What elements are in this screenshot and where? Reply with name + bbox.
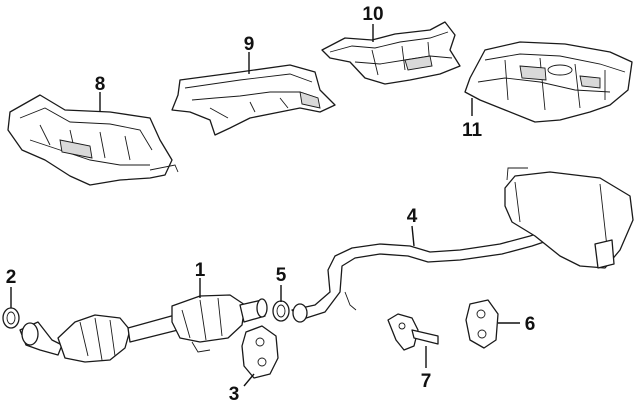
callout-2: 2 bbox=[6, 267, 17, 288]
callout-3: 3 bbox=[229, 384, 240, 403]
callout-1: 1 bbox=[195, 260, 206, 281]
part-4-pipe-muffler[interactable] bbox=[291, 167, 634, 323]
callout-9: 9 bbox=[244, 34, 255, 55]
leader-3 bbox=[243, 373, 255, 387]
part-11-heat-shield[interactable] bbox=[464, 41, 633, 123]
callout-11: 11 bbox=[462, 120, 483, 141]
part-7-bracket[interactable] bbox=[387, 313, 439, 351]
callout-5: 5 bbox=[276, 265, 287, 286]
callout-7: 7 bbox=[421, 371, 432, 392]
callout-6: 6 bbox=[525, 314, 536, 335]
part-3-hanger[interactable] bbox=[241, 325, 279, 379]
part-6-hanger[interactable] bbox=[465, 299, 499, 349]
callouts: 8 9 10 11 1 2 3 4 5 6 7 bbox=[6, 4, 536, 403]
callout-8: 8 bbox=[95, 74, 106, 95]
part-10-heat-shield[interactable] bbox=[321, 21, 461, 85]
part-1-converter-pipe[interactable] bbox=[19, 294, 268, 363]
part-8-heat-shield[interactable] bbox=[7, 94, 179, 186]
leader-lines bbox=[10, 24, 520, 387]
callout-4: 4 bbox=[407, 206, 418, 227]
callout-10: 10 bbox=[362, 4, 383, 25]
part-9-heat-shield[interactable] bbox=[171, 64, 336, 136]
part-2-gasket[interactable] bbox=[2, 307, 20, 329]
leader-4 bbox=[411, 225, 415, 247]
part-5-gasket[interactable] bbox=[272, 300, 290, 322]
